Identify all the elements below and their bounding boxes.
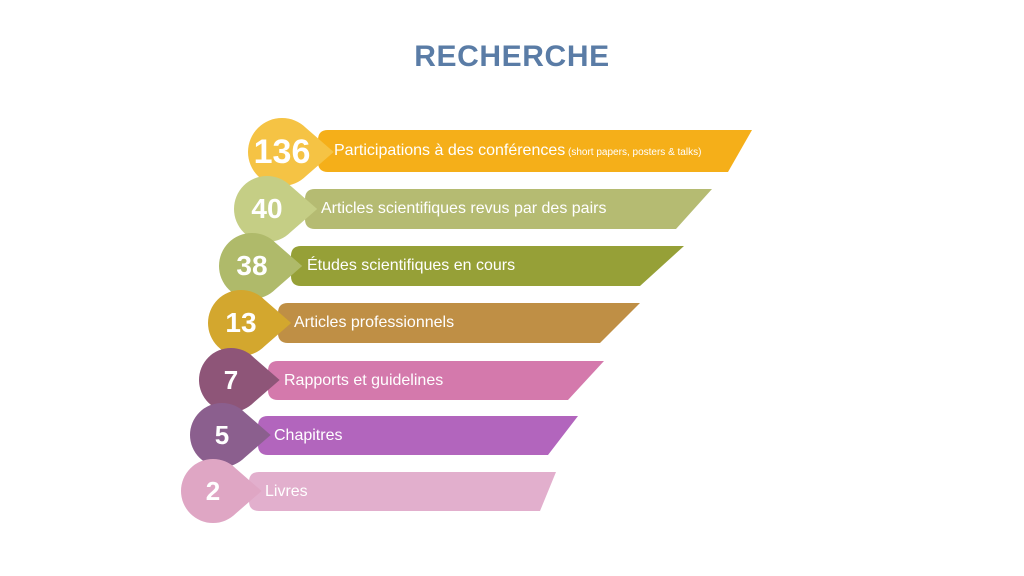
funnel-value-bubble[interactable] [190, 403, 271, 468]
funnel-bar[interactable] [268, 361, 604, 400]
funnel-value-bubble[interactable] [248, 117, 334, 186]
funnel-bar-label: Études scientifiques en cours [307, 258, 515, 274]
funnel-bar-label-text: Études scientifiques en cours [307, 257, 516, 274]
funnel-bar[interactable] [258, 416, 578, 455]
funnel-bar-label-text: Chapitres [274, 426, 343, 444]
funnel-value-bubble[interactable] [199, 348, 280, 413]
funnel-value-label: 40 [251, 193, 283, 224]
funnel-bar-label: Chapitres [274, 426, 343, 444]
funnel-bar-label-note: (short papers, posters & talks) [565, 147, 702, 158]
funnel-bar[interactable] [291, 246, 684, 286]
funnel-value-bubble[interactable] [234, 176, 318, 242]
funnel-bar-label: Articles scientifiques revus par des pai… [321, 201, 606, 217]
funnel-bar[interactable] [249, 472, 556, 511]
page-title: RECHERCHE [414, 40, 610, 73]
funnel-bar-label-text: Rapports et guidelines [284, 371, 444, 389]
funnel-value-label: 136 [253, 133, 311, 171]
funnel-bar-label-text: Articles professionnels [294, 314, 455, 331]
funnel-bar-label: Rapports et guidelines [284, 371, 444, 389]
funnel-bar-label-text: Articles scientifiques revus par des pai… [321, 200, 607, 217]
funnel-bar-label-text: Participations à des conférences [334, 142, 566, 159]
funnel-value-label: 38 [236, 250, 268, 281]
funnel-value-bubble[interactable] [219, 233, 303, 300]
funnel-value-label: 5 [214, 420, 230, 450]
funnel-value-label: 7 [223, 365, 239, 395]
funnel-bar-label: Articles professionnels [294, 315, 454, 331]
funnel-bar[interactable] [305, 189, 712, 229]
funnel-value-bubble[interactable] [208, 290, 292, 357]
funnel-bar[interactable] [318, 130, 752, 172]
funnel-value-bubble[interactable] [181, 459, 262, 523]
funnel-bar-label-text: Livres [265, 482, 308, 500]
funnel-bar-label: Participations à des conférences (short … [334, 143, 701, 159]
funnel-value-label: 13 [225, 307, 257, 338]
funnel-value-label: 2 [205, 476, 221, 506]
funnel-bar-label: Livres [265, 482, 308, 500]
funnel-bar[interactable] [278, 303, 640, 343]
